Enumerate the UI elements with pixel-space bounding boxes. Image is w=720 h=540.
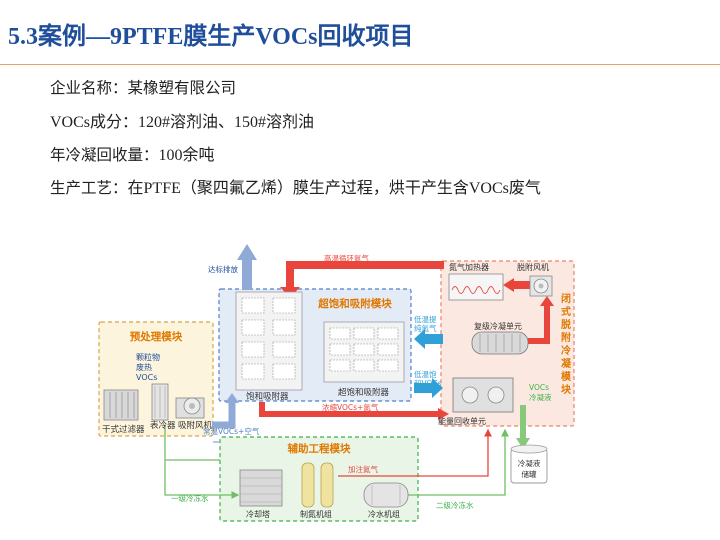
normal-temp-label: 常温VOCs+空气 <box>203 426 260 436</box>
closed-title-char: 凝 <box>561 357 572 370</box>
condensate-tank <box>510 444 548 484</box>
low-temp-nitrogen-arrow <box>423 334 443 344</box>
low-temp-nitrogen-arrowhead <box>414 329 425 349</box>
saturated-vocs-arrowhead <box>432 378 443 398</box>
pretreat-to-adsorber-arrow <box>212 401 236 429</box>
info-label: 年冷凝回收量： <box>50 146 159 164</box>
info-value: 120#溶剂油、150#溶剂油 <box>138 114 315 131</box>
closed-title-char: 冷 <box>561 344 571 357</box>
nitrogen-generator-label: 制氮机组 <box>300 509 332 519</box>
info-label: VOCs成分： <box>50 114 139 131</box>
condenser-to-fan-arrowhead <box>540 296 554 306</box>
secondary-water-label: 二级冷冻水 <box>436 500 474 510</box>
saturated-adsorber-label: 饱和吸附器 <box>246 391 289 402</box>
nitrogen-injection-line <box>338 428 492 477</box>
info-value: 100余吨 <box>158 147 215 164</box>
saturated-vocs-label-1: 低温饱 <box>414 369 437 379</box>
closed-title-char: 模 <box>561 370 572 383</box>
condensate-tank-label-1: 冷凝液 <box>518 458 541 468</box>
condensate-label-1: VOCs <box>529 383 549 392</box>
low-temp-nitrogen-label-2: 纯氮气 <box>414 323 437 333</box>
fan-to-heater-arrowhead <box>503 278 514 292</box>
condensate-label-2: 冷凝液 <box>529 392 552 402</box>
pretreat-module-title: 预处理模块 <box>130 330 183 343</box>
closed-condense-module-title: 闭 式 脱 附 冷 凝 模 块 <box>561 292 572 396</box>
nitrogen-heater <box>448 273 504 301</box>
discharge-arrow <box>242 258 252 290</box>
primary-water-line-in <box>164 425 240 499</box>
closed-title-char: 脱 <box>561 318 571 331</box>
input-waste-heat: 废热 <box>136 362 152 372</box>
info-company: 企业名称：某橡塑有限公司 <box>50 76 236 98</box>
surface-cooler <box>151 383 169 421</box>
info-components: VOCs成分：120#溶剂油、150#溶剂油 <box>50 108 314 132</box>
info-label: 企业名称： <box>50 79 128 97</box>
input-particles: 颗粒物 <box>136 352 160 362</box>
info-label: 生产工艺： <box>50 179 128 197</box>
primary-water-label: 一级冷冻水 <box>171 493 209 503</box>
supersaturated-adsorber <box>323 321 405 383</box>
saturated-adsorber <box>235 291 303 391</box>
closed-title-char: 块 <box>561 383 572 396</box>
title-divider <box>0 64 720 65</box>
composite-condenser <box>471 331 529 355</box>
nitrogen-injection-label: 加注氮气 <box>348 464 378 474</box>
closed-title-char: 闭 <box>561 292 571 305</box>
saturated-vocs-label-2: 和VOCs <box>414 379 442 388</box>
energy-recovery-label: 能量回收单元 <box>438 416 486 426</box>
dry-filter <box>103 389 139 421</box>
dry-filter-label: 干式过滤器 <box>102 424 145 435</box>
concentrated-vocs-label: 浓缩VOCs+氮气 <box>322 402 379 412</box>
info-value: 某橡塑有限公司 <box>127 79 237 97</box>
info-value: 在PTFE（聚四氟乙烯）膜生产过程，烘干产生含VOCs废气 <box>127 180 541 197</box>
chiller-label: 冷水机组 <box>368 509 400 519</box>
nitrogen-heater-label: 氮气加热器 <box>449 262 489 272</box>
cooling-tower-label: 冷却塔 <box>246 509 270 519</box>
supersaturated-adsorber-label: 超饱和吸附器 <box>338 387 390 398</box>
closed-title-char: 附 <box>561 331 571 344</box>
concentrated-vocs-arrowhead <box>438 408 449 420</box>
desorb-fan-label: 脱附风机 <box>517 262 549 272</box>
info-recovery: 年冷凝回收量：100余吨 <box>50 141 215 165</box>
adsorb-fan <box>175 397 205 419</box>
closed-title-char: 式 <box>561 305 571 318</box>
info-process: 生产工艺：在PTFE（聚四氟乙烯）膜生产过程，烘干产生含VOCs废气 <box>50 174 541 198</box>
hot-nitrogen-arrow <box>286 261 444 289</box>
discharge-label: 达标排放 <box>208 264 238 274</box>
input-vocs: VOCs <box>136 373 157 382</box>
concentrated-vocs-arrow <box>259 402 440 417</box>
composite-condenser-label: 复级冷凝单元 <box>474 321 522 331</box>
condensate-arrowhead <box>516 438 530 449</box>
pretreat-to-adsorber-arrowhead <box>225 393 239 403</box>
secondary-water-line <box>408 428 509 496</box>
chiller <box>363 482 409 508</box>
low-temp-nitrogen-label-1: 低温提 <box>414 314 437 324</box>
adsorb-fan-label: 吸附风机 <box>178 420 213 431</box>
adsorb-module-title: 超饱和吸附模块 <box>317 297 392 310</box>
surface-cooler-label: 表冷器 <box>150 420 176 431</box>
energy-recovery-unit <box>452 377 514 413</box>
cooling-tower <box>239 469 283 507</box>
slide-title: 5.3案例—9PTFE膜生产VOCs回收项目 <box>8 24 414 50</box>
discharge-arrowhead <box>237 244 257 260</box>
condensate-tank-label-2: 储罐 <box>522 469 537 479</box>
nitrogen-generator <box>301 462 334 508</box>
auxiliary-module-title: 辅助工程模块 <box>288 442 351 455</box>
saturated-vocs-arrow <box>414 383 434 393</box>
hot-nitrogen-label: 高温循环氮气 <box>324 253 369 263</box>
desorb-fan <box>529 275 553 297</box>
condenser-to-fan-arrow <box>528 305 550 344</box>
